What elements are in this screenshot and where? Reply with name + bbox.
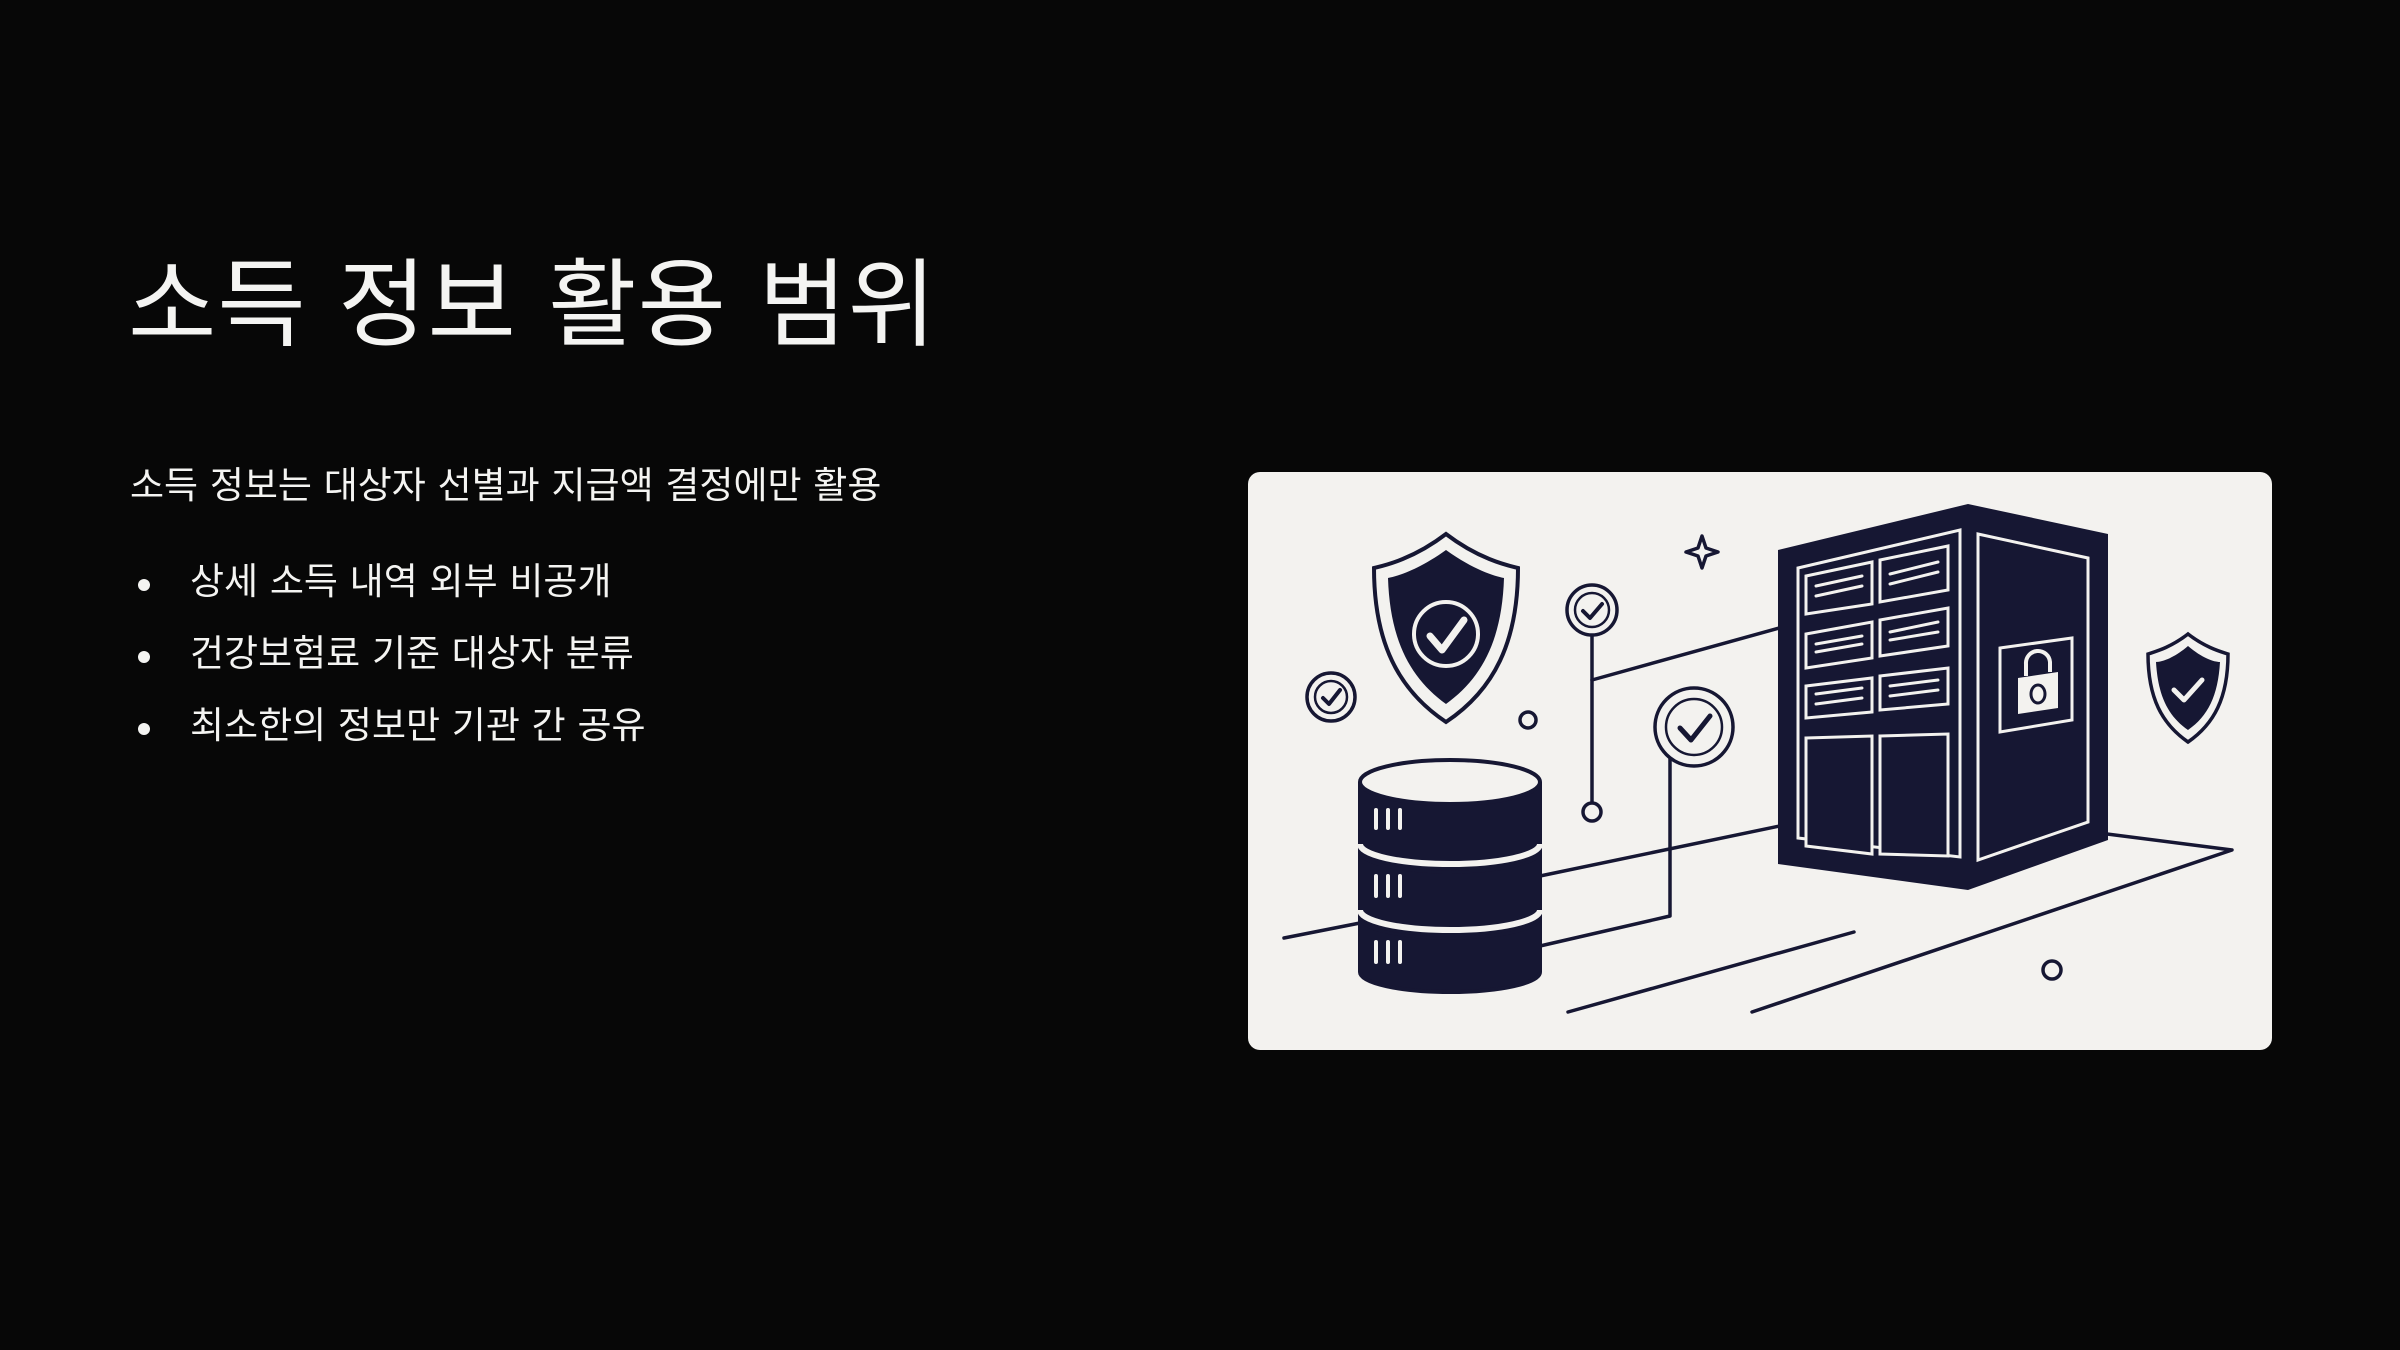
bullet-text: 상세 소득 내역 외부 비공개 [190, 560, 612, 603]
bullet-item: 최소한의 정보만 기관 간 공유 [130, 696, 646, 768]
security-illustration [1248, 472, 2272, 1050]
bullet-item: 건강보험료 기준 대상자 분류 [130, 624, 646, 696]
bullet-item: 상세 소득 내역 외부 비공개 [130, 552, 646, 624]
bullet-text: 건강보험료 기준 대상자 분류 [190, 632, 634, 675]
server-rack-icon [1778, 504, 2108, 890]
slide-title: 소득 정보 활용 범위 [128, 249, 938, 361]
floor-line [1566, 930, 1856, 1014]
padlock-icon [1998, 636, 2074, 734]
database-icon [1357, 758, 1543, 994]
checkmark-badge-icon [1305, 671, 1357, 723]
checkmark-badge-icon [1565, 583, 1619, 637]
dot-decoration [2041, 959, 2063, 981]
floor-line [1538, 816, 1820, 878]
floor-line [1750, 826, 2234, 1014]
bullet-dot-icon [138, 723, 150, 735]
bullet-text: 최소한의 정보만 기관 간 공유 [190, 704, 646, 747]
connector-line [1590, 618, 1810, 682]
shield-check-icon [2146, 631, 2230, 745]
dot-decoration [1518, 710, 1538, 730]
connector-line [1538, 732, 1672, 948]
bullet-list: 상세 소득 내역 외부 비공개 건강보험료 기준 대상자 분류 최소한의 정보만… [130, 552, 646, 768]
bullet-dot-icon [138, 651, 150, 663]
dot-decoration [1581, 801, 1603, 823]
slide-subtitle: 소득 정보는 대상자 선별과 지급액 결정에만 활용 [130, 464, 882, 507]
bullet-dot-icon [138, 579, 150, 591]
checkmark-badge-icon [1653, 686, 1735, 768]
shield-check-icon [1371, 531, 1521, 725]
illustration-svg [1282, 504, 2234, 1014]
sparkle-icon [1684, 534, 1720, 570]
floor-line [1282, 921, 1362, 940]
